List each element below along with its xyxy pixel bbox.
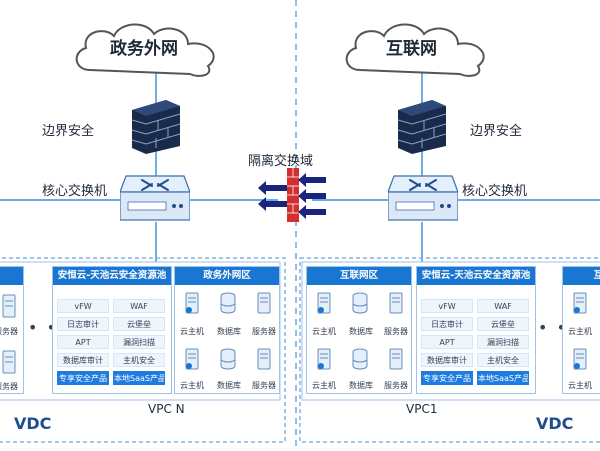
pool-item: 云堡垒 <box>477 317 529 331</box>
left-zone-title: 政务外网区 <box>175 267 279 285</box>
pool-item: APT <box>57 335 109 349</box>
right-zone-title: 互联网区 <box>307 267 411 285</box>
cloud-right-label: 互联网 <box>386 39 437 59</box>
pool-highlight-item: 专享安全产品 <box>57 371 109 385</box>
left-vpc-frame <box>0 261 281 401</box>
isolation-zone-label: 隔离交换域 <box>248 154 314 169</box>
device-caption: 服务器 <box>252 327 276 336</box>
isolation-wall-icon <box>258 168 326 222</box>
device-caption: 数据库 <box>349 381 373 390</box>
right-edge-panel-title: 互 <box>563 267 600 285</box>
pool-item: 日志审计 <box>421 317 473 331</box>
core-switch-right-label: 核心交换机 <box>462 184 528 199</box>
device-caption: 服务器 <box>384 327 408 336</box>
pool-item: 漏洞扫描 <box>477 335 529 349</box>
pool-item: WAF <box>113 299 165 313</box>
right-vdc-label: VDC <box>536 414 574 433</box>
device-caption: 数据库 <box>217 381 241 390</box>
firewall-right-icon <box>398 100 446 154</box>
border-security-right-label: 边界安全 <box>470 124 523 139</box>
pool-item: 主机安全 <box>113 353 165 367</box>
device-caption: 服务器 <box>252 381 276 390</box>
cloud-left-label: 政务外网 <box>110 39 178 59</box>
pool-item: vFW <box>421 299 473 313</box>
cloud-host-icon <box>317 292 331 314</box>
database-icon <box>220 292 236 314</box>
device-caption: 云主机 <box>180 381 204 390</box>
server-icon <box>2 350 16 374</box>
database-icon <box>352 292 368 314</box>
pool-item: 数据库审计 <box>57 353 109 367</box>
pool-item: 日志审计 <box>57 317 109 331</box>
left-zone-panel: 政务外网区 <box>174 266 280 394</box>
device-caption: 云主机 <box>568 381 592 390</box>
server-icon <box>389 292 403 314</box>
cloud-host-icon <box>185 348 199 370</box>
left-edge-device-caption: 服务器 <box>0 327 18 336</box>
database-icon <box>220 348 236 370</box>
pool-item: WAF <box>477 299 529 313</box>
server-icon <box>389 348 403 370</box>
device-caption: 服务器 <box>384 381 408 390</box>
right-security-pool-title: 安恒云-天池云安全资源池 <box>417 267 535 285</box>
pool-item: APT <box>421 335 473 349</box>
left-vdc-frame <box>0 257 286 443</box>
left-vpc-label: VPC N <box>148 402 185 416</box>
database-icon <box>352 348 368 370</box>
right-vpc-frame <box>301 261 600 401</box>
pool-item: 数据库审计 <box>421 353 473 367</box>
firewall-left-icon <box>132 100 180 154</box>
cloud-host-icon <box>573 292 587 314</box>
cloud-left-icon <box>75 23 215 77</box>
left-edge-device-caption: 服务器 <box>0 382 18 391</box>
right-security-pool: 安恒云-天池云安全资源池 vFW WAF 日志审计 云堡垒 APT 漏洞扫描 数… <box>416 266 536 394</box>
device-caption: 数据库 <box>217 327 241 336</box>
left-security-pool: 安恒云-天池云安全资源池 vFW WAF 日志审计 云堡垒 APT 漏洞扫描 数… <box>52 266 172 394</box>
right-vdc-frame <box>299 257 600 443</box>
pool-highlight-item: 本地SaaS产品 <box>113 371 165 385</box>
device-caption: 云主机 <box>568 327 592 336</box>
core-switch-left-label: 核心交换机 <box>42 184 108 199</box>
cloud-host-icon <box>185 292 199 314</box>
left-edge-panel-title <box>0 267 23 285</box>
device-caption: 云主机 <box>180 327 204 336</box>
pool-item: 主机安全 <box>477 353 529 367</box>
cloud-host-icon <box>573 348 587 370</box>
right-zone-panel: 互联网区 <box>306 266 412 394</box>
pool-highlight-item: 本地SaaS产品 <box>477 371 529 385</box>
cloud-right-icon <box>345 23 485 77</box>
border-security-left-label: 边界安全 <box>42 124 95 139</box>
left-security-pool-title: 安恒云-天池云安全资源池 <box>53 267 171 285</box>
pool-item: 漏洞扫描 <box>113 335 165 349</box>
server-icon <box>257 292 271 314</box>
left-vdc-label: VDC <box>14 414 52 433</box>
core-switch-left-icon <box>120 175 190 221</box>
device-caption: 云主机 <box>312 381 336 390</box>
right-edge-panel: 互 <box>562 266 600 394</box>
right-vpc-label: VPC1 <box>406 402 438 416</box>
pool-highlight-item: 专享安全产品 <box>421 371 473 385</box>
server-icon <box>2 294 16 318</box>
cloud-host-icon <box>317 348 331 370</box>
pool-item: vFW <box>57 299 109 313</box>
core-switch-right-icon <box>388 175 458 221</box>
server-icon <box>257 348 271 370</box>
device-caption: 云主机 <box>312 327 336 336</box>
device-caption: 数据库 <box>349 327 373 336</box>
pool-item: 云堡垒 <box>113 317 165 331</box>
